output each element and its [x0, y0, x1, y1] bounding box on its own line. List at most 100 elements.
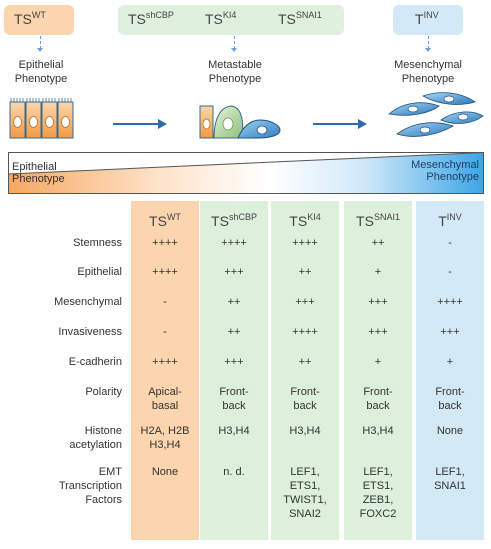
table-row-label: E-cadherin	[68, 356, 122, 368]
ts-wt-base: TS	[14, 11, 32, 27]
table-cell: ++++	[152, 356, 178, 368]
ts-group-pill	[118, 5, 344, 35]
table-column-header: TSKI4	[271, 212, 339, 229]
ts-snai1-sup: SNAI1	[295, 10, 322, 20]
ts-ki4-sup: KI4	[222, 10, 237, 20]
table-cell: ++++	[221, 237, 247, 249]
table-cell: +++	[440, 326, 460, 338]
table-cell: ++	[371, 237, 385, 249]
ts-wt-sup: WT	[31, 10, 46, 20]
table-cell: ++++	[152, 237, 178, 249]
table-cell: ++++	[437, 296, 463, 308]
ts-shcbp-label: TSshCBP	[128, 10, 174, 27]
column-header-base: TS	[211, 213, 229, 229]
transition-arrow	[313, 123, 359, 125]
table-cell: +	[446, 356, 454, 368]
dashed-connector	[40, 36, 41, 49]
table-cell: Front-back	[290, 386, 320, 412]
table-cell: ++	[298, 266, 312, 278]
ts-wt-pill	[4, 5, 74, 35]
table-cell: -	[163, 296, 167, 308]
table-column-bg	[131, 201, 199, 540]
table-column-bg	[200, 201, 268, 540]
ts-shcbp-sup: shCBP	[145, 10, 174, 20]
t-inv-sup: INV	[423, 10, 439, 20]
column-header-base: TS	[356, 213, 374, 229]
ts-ki4-label: TSKI4	[205, 10, 237, 27]
table-cell: None	[436, 425, 464, 437]
table-column-header: TSWT	[131, 212, 199, 229]
table-column-header: TINV	[416, 212, 484, 229]
table-cell: ++++	[292, 326, 318, 338]
table-row-label: Epithelial	[77, 266, 122, 278]
table-cell: ++	[227, 326, 241, 338]
table-cell: None	[151, 466, 179, 478]
table-column-bg	[344, 201, 412, 540]
table-cell: Front-back	[363, 386, 393, 412]
phenotype-gradient-bar	[8, 152, 484, 194]
table-cell: +	[374, 356, 382, 368]
dashed-connector	[234, 36, 235, 49]
table-column-bg	[271, 201, 339, 540]
table-row-label: Polarity	[85, 386, 122, 398]
column-header-sup: INV	[446, 212, 462, 222]
table-cell: LEF1,ETS1,TWIST1,SNAI2	[283, 466, 327, 520]
dashed-arrowhead	[231, 48, 237, 52]
table-cell: ++++	[152, 266, 178, 278]
ts-shcbp-base: TS	[128, 11, 146, 27]
table-cell: Apical-basal	[148, 386, 182, 412]
table-row-label: Mesenchymal	[54, 296, 122, 308]
table-cell: LEF1,SNAI1	[434, 466, 466, 492]
ts-snai1-label: TSSNAI1	[278, 10, 322, 27]
table-cell: ++	[227, 296, 241, 308]
table-cell: -	[163, 326, 167, 338]
t-inv-base: T	[415, 11, 424, 27]
table-cell: Front-back	[219, 386, 249, 412]
table-cell: ++++	[292, 237, 318, 249]
table-cell: +++	[368, 296, 388, 308]
table-row-label: Stemness	[73, 237, 122, 249]
ts-ki4-base: TS	[205, 11, 223, 27]
table-cell: ++	[298, 356, 312, 368]
arrow-head	[158, 119, 167, 129]
dashed-arrowhead	[425, 48, 431, 52]
table-cell: Front-back	[435, 386, 465, 412]
table-column-header: TSshCBP	[200, 212, 268, 229]
ts-wt-label: TSWT	[14, 10, 46, 27]
table-cell: -	[448, 266, 452, 278]
table-cell: +++	[224, 266, 244, 278]
table-cell: H3,H4	[218, 425, 250, 437]
table-cell: +	[374, 266, 382, 278]
arrow-head	[358, 119, 367, 129]
column-header-base: TS	[149, 213, 167, 229]
table-row-label: Invasiveness	[58, 326, 122, 338]
table-cell: n. d.	[223, 466, 245, 478]
table-cell: -	[448, 237, 452, 249]
epithelial-cells-illustration	[9, 98, 74, 139]
column-header-sup: KI4	[307, 212, 321, 222]
column-header-base: T	[438, 213, 447, 229]
ts-snai1-base: TS	[278, 11, 296, 27]
table-column-header: TSSNAI1	[344, 212, 412, 229]
table-column-bg	[416, 201, 484, 540]
table-cell: LEF1,ETS1,ZEB1,FOXC2	[359, 466, 397, 520]
transition-arrow	[113, 123, 159, 125]
t-inv-pill	[393, 5, 463, 35]
table-cell: +++	[295, 296, 315, 308]
table-cell: H3,H4	[289, 425, 321, 437]
table-cell: H3,H4	[362, 425, 394, 437]
metastable-cells-illustration	[199, 105, 281, 139]
column-header-sup: SNAI1	[373, 212, 400, 222]
column-header-sup: WT	[166, 212, 181, 222]
dashed-arrowhead	[37, 48, 43, 52]
t-inv-label: TINV	[415, 10, 439, 27]
mesenchymal-cells-illustration	[388, 92, 484, 137]
